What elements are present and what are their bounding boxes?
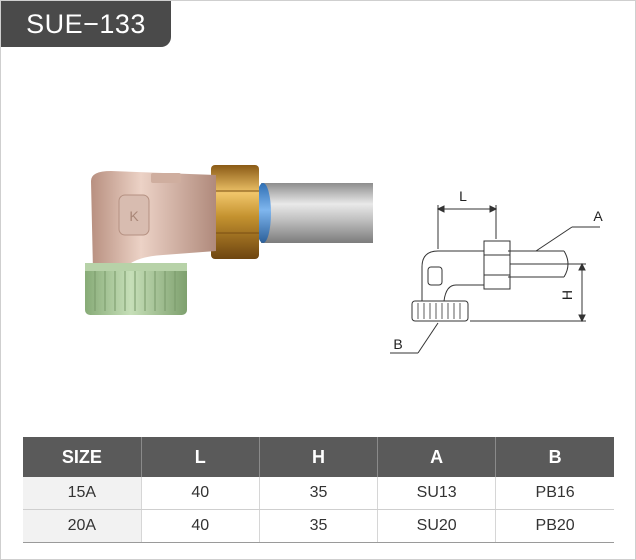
cell-h: 35 bbox=[259, 477, 379, 510]
table-row: 15A 40 35 SU13 PB16 bbox=[23, 477, 614, 510]
model-title: SUE−133 bbox=[1, 1, 171, 47]
dim-label-B: B bbox=[393, 336, 402, 352]
cell-b: PB16 bbox=[495, 477, 614, 510]
header-l: L bbox=[141, 437, 260, 477]
spec-header-row: SIZE L H A B bbox=[23, 437, 614, 477]
table-row: 20A 40 35 SU20 PB20 bbox=[23, 509, 614, 543]
spec-table: SIZE L H A B 15A 40 35 SU13 PB16 20A 40 … bbox=[23, 437, 614, 543]
cell-a: SU13 bbox=[377, 477, 497, 510]
header-h: H bbox=[259, 437, 379, 477]
cell-b: PB20 bbox=[495, 509, 614, 543]
dim-label-A: A bbox=[593, 208, 603, 224]
cell-a: SU20 bbox=[377, 509, 497, 543]
cell-size: 20A bbox=[23, 509, 142, 543]
cell-l: 40 bbox=[141, 477, 260, 510]
header-b: B bbox=[495, 437, 614, 477]
cell-h: 35 bbox=[259, 509, 379, 543]
dim-label-H: H bbox=[559, 290, 575, 300]
header-size: SIZE bbox=[23, 437, 142, 477]
svg-text:K: K bbox=[129, 208, 139, 224]
cell-l: 40 bbox=[141, 509, 260, 543]
cell-size: 15A bbox=[23, 477, 142, 510]
dimension-drawing: L A H B bbox=[390, 188, 603, 354]
product-photo: K bbox=[85, 165, 373, 315]
dim-label-L: L bbox=[459, 188, 467, 204]
header-a: A bbox=[377, 437, 497, 477]
